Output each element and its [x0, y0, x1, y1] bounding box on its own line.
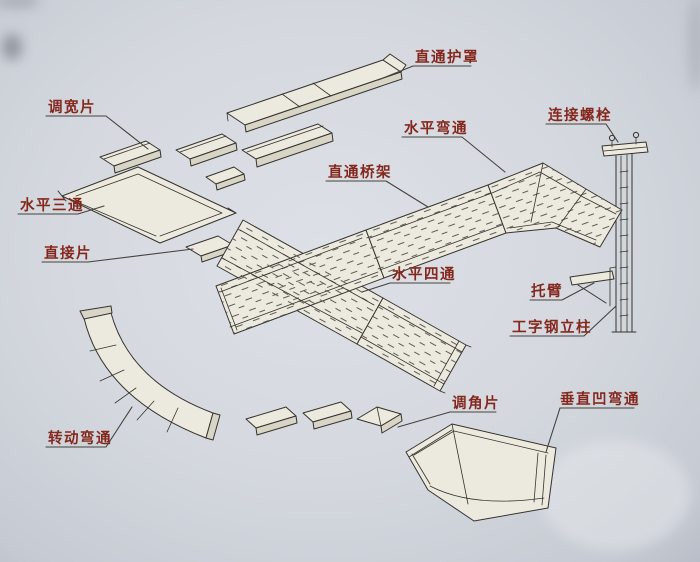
labels: 直通护罩 调宽片 水平弯通 连接螺栓 直通桥架 水平三通 直接片 水平四通 托臂… — [20, 48, 640, 447]
label-width-adjust-piece: 调宽片 — [48, 98, 96, 116]
label-rotating-elbow: 转动弯通 — [48, 429, 112, 447]
connecting-bolts — [608, 131, 640, 148]
part-i-beam-column — [601, 131, 649, 333]
part-small-channel — [241, 123, 334, 168]
part-vertical-concave-elbow — [405, 423, 557, 522]
leader-angle-adjust-piece — [397, 411, 497, 428]
leader-rotating-elbow — [45, 406, 133, 448]
label-connecting-bolt: 连接螺栓 — [548, 106, 612, 124]
part-horizontal-cross — [215, 219, 385, 345]
leader-straight-tray — [325, 180, 429, 208]
leader-straight-cover — [377, 65, 472, 81]
leader-width-adjust-piece — [45, 115, 149, 150]
leader-bracket-arm — [529, 282, 595, 301]
leader-direct-piece — [41, 248, 194, 263]
label-straight-cover: 直通护罩 — [415, 48, 479, 66]
part-lower-tray — [356, 297, 472, 394]
leader-horizontal-tee — [17, 205, 105, 215]
label-vertical-concave-elbow: 垂直凹弯通 — [560, 390, 640, 408]
part-rotating-elbow — [79, 305, 221, 441]
label-bracket-arm: 托臂 — [531, 282, 563, 300]
leader-connecting-bolt — [545, 123, 619, 143]
label-horizontal-tee: 水平三通 — [20, 196, 84, 214]
part-angle-adjust-piece — [356, 406, 403, 434]
leader-lines — [17, 65, 635, 453]
leader-i-beam-column — [509, 305, 617, 337]
leader-horizontal-elbow — [401, 136, 506, 173]
part-bracket-arm — [569, 266, 617, 307]
leader-horizontal-cross — [361, 282, 451, 293]
part-horizontal-tee — [57, 166, 237, 244]
part-straight-tray — [365, 184, 507, 279]
part-horizontal-elbow — [487, 162, 623, 248]
label-horizontal-elbow: 水平弯通 — [404, 119, 468, 137]
label-angle-adjust-piece: 调角片 — [452, 394, 500, 412]
label-horizontal-cross: 水平四通 — [392, 265, 456, 283]
label-i-beam-column: 工字钢立柱 — [512, 318, 592, 336]
label-straight-tray: 直通桥架 — [328, 163, 392, 181]
label-direct-piece: 直接片 — [44, 244, 92, 262]
part-straight-cover — [226, 53, 407, 133]
part-link-pieces — [245, 401, 353, 436]
leader-vertical-concave-elbow — [545, 407, 635, 453]
